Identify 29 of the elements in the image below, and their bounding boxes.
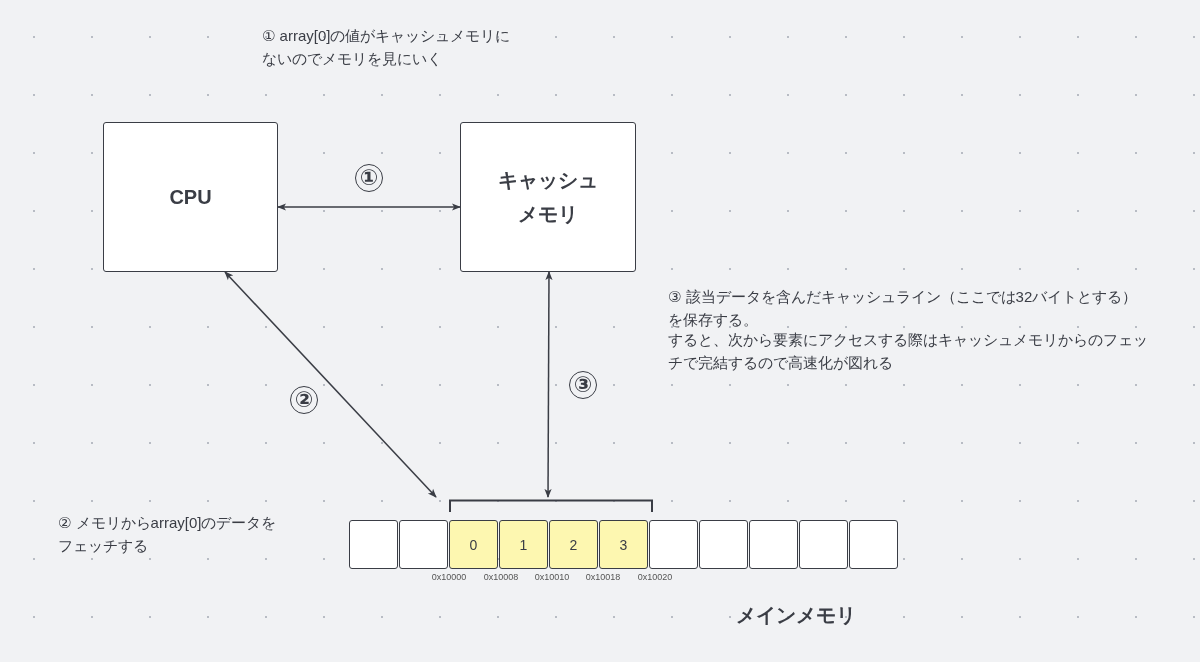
edge-label: ② bbox=[290, 386, 318, 414]
memory-cell bbox=[649, 520, 698, 569]
edge-label: ① bbox=[355, 164, 383, 192]
double-arrow bbox=[544, 271, 553, 498]
edge-label: ③ bbox=[569, 371, 597, 399]
cache-memory-box: キャッシュメモリ bbox=[460, 122, 636, 272]
annotation-text: ① array[0]の値がキャッシュメモリにないのでメモリを見にいく bbox=[262, 26, 512, 69]
memory-cell bbox=[699, 520, 748, 569]
memory-cell: 3 bbox=[599, 520, 648, 569]
memory-title: メインメモリ bbox=[736, 603, 856, 628]
annotation-text: すると、次から要素にアクセスする際はキャッシュメモリからのフェッチで完結するので高速化が図れる bbox=[668, 330, 1148, 373]
memory-cell bbox=[799, 520, 848, 569]
annotation-text: ② メモリからarray[0]のデータをフェッチする bbox=[58, 513, 278, 556]
memory-cell bbox=[749, 520, 798, 569]
address-label: 0x10018 bbox=[585, 572, 621, 582]
address-label: 0x10000 bbox=[431, 572, 467, 582]
cpu-box: CPU bbox=[103, 122, 278, 272]
memory-cell bbox=[849, 520, 898, 569]
memory-cell: 1 bbox=[499, 520, 548, 569]
memory-cell: 0 bbox=[449, 520, 498, 569]
memory-cell bbox=[399, 520, 448, 569]
double-arrow bbox=[224, 271, 437, 498]
memory-cell: 2 bbox=[549, 520, 598, 569]
address-label: 0x10010 bbox=[534, 572, 570, 582]
address-label: 0x10020 bbox=[637, 572, 673, 582]
address-label: 0x10008 bbox=[483, 572, 519, 582]
memory-cell bbox=[349, 520, 398, 569]
double-arrow bbox=[277, 203, 461, 211]
annotation-text: ③ 該当データを含んだキャッシュライン（ここでは32バイトとする）を保存する。 bbox=[668, 287, 1139, 330]
